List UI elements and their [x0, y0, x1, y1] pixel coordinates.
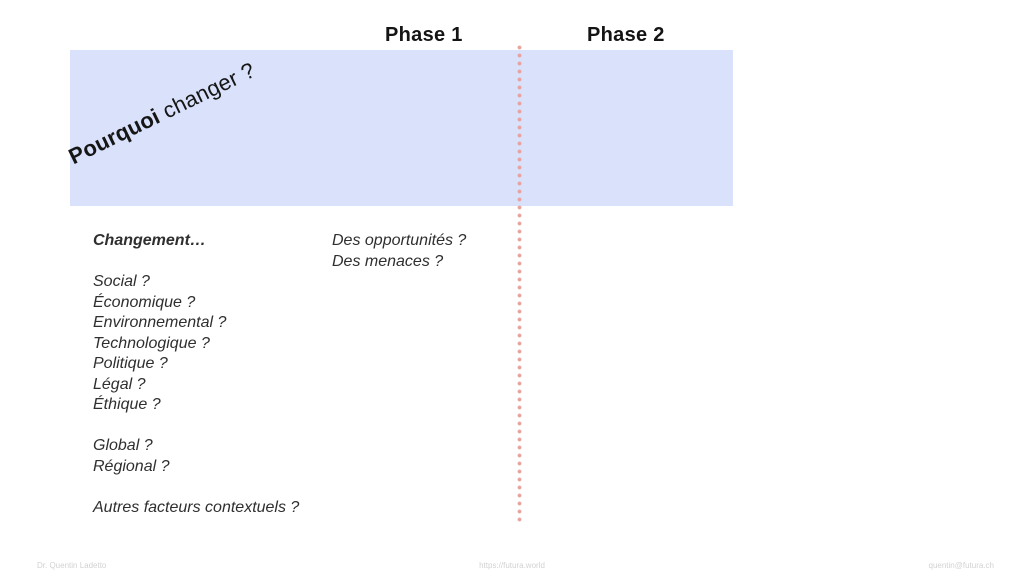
phase-2-header: Phase 2 — [587, 24, 665, 46]
footer-author: Dr. Quentin Ladetto — [37, 561, 107, 570]
list-line: Changement… — [93, 232, 206, 249]
change-factors-list: Changement… Social ? Économique ? Enviro… — [93, 231, 299, 518]
opportunities-threats-list: Des opportunités ? Des menaces ? — [332, 231, 466, 272]
phase-1-header: Phase 1 — [385, 24, 463, 46]
list-line: Légal ? — [93, 375, 146, 393]
list-line: Des opportunités ? — [332, 232, 467, 249]
list-line: Technologique ? — [93, 334, 210, 352]
list-line: Politique ? — [93, 355, 168, 372]
phase-divider-dotted-line — [517, 44, 522, 522]
list-line: Éthique ? — [93, 396, 161, 413]
list-line-spacer — [93, 416, 299, 437]
footer-url: https://futura.world — [479, 561, 545, 570]
list-line: Économique ? — [93, 293, 196, 311]
footer-email: quentin@futura.ch — [928, 561, 995, 570]
list-line: Autres facteurs contextuels ? — [93, 498, 300, 516]
list-line: Régional ? — [93, 457, 170, 475]
list-line: Environnemental ? — [93, 314, 227, 331]
list-line: Social ? — [93, 273, 150, 290]
list-line: Des menaces ? — [332, 252, 444, 270]
list-line: Global ? — [93, 437, 153, 454]
list-line-spacer — [93, 477, 299, 498]
why-change-banner — [70, 50, 733, 206]
list-line-spacer — [93, 252, 299, 273]
slide-footer: Dr. Quentin Ladetto https://futura.world… — [0, 559, 1024, 571]
